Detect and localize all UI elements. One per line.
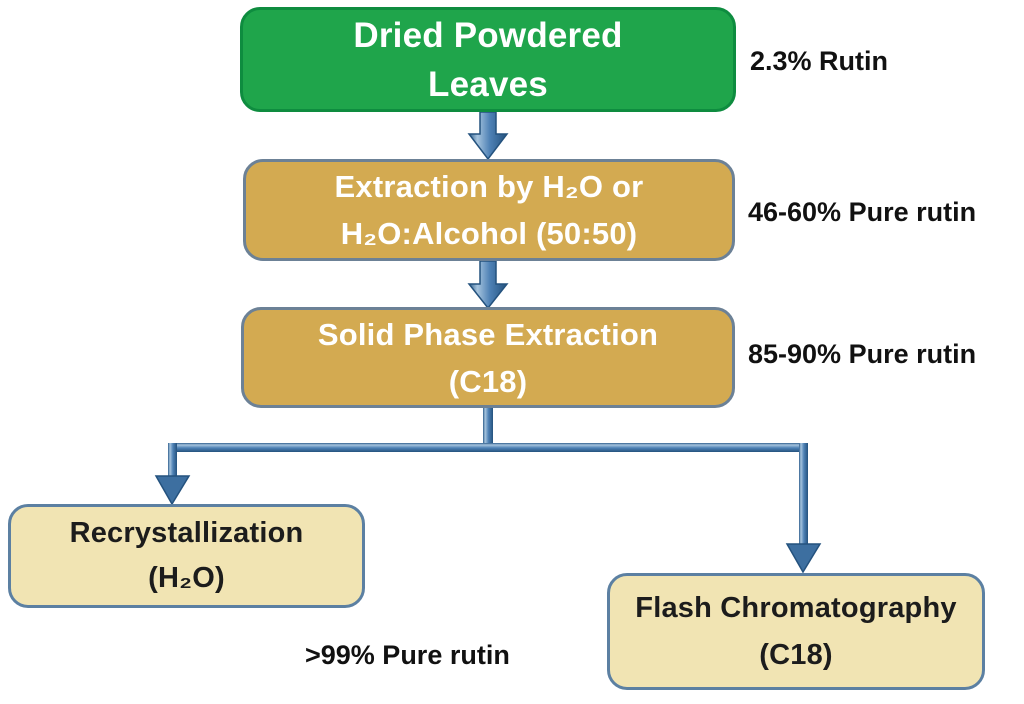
arrow-extraction-to-spe-icon xyxy=(467,260,509,310)
branch-right-arrowhead-icon xyxy=(785,543,822,574)
node-text-line: Solid Phase Extraction xyxy=(317,316,659,352)
branch-stem xyxy=(483,408,493,452)
node-text-line: Recrystallization xyxy=(69,517,304,549)
annotation-purity-extraction: 46-60% Pure rutin xyxy=(748,197,977,227)
annotation-purity-spe: 85-90% Pure rutin xyxy=(748,339,977,369)
node-text-line: Flash Chromatography xyxy=(635,591,957,624)
node-recrystallization: Recrystallization (H₂O) xyxy=(8,504,365,608)
branch-horizontal-bar xyxy=(168,443,808,452)
branch-left-leg xyxy=(168,443,177,478)
annotation-purity-final: >99% Pure rutin xyxy=(305,640,510,670)
node-solid-phase-extraction: Solid Phase Extraction (C18) xyxy=(241,307,735,408)
node-text-line: (H₂O) xyxy=(148,562,225,594)
node-flash-chromatography: Flash Chromatography (C18) xyxy=(607,573,985,690)
node-extraction: Extraction by H₂O or H₂O:Alcohol (50:50) xyxy=(243,159,735,261)
node-text-line: Leaves xyxy=(428,64,548,104)
annotation-rutin-content: 2.3% Rutin xyxy=(750,46,889,76)
node-text-line: H₂O:Alcohol (50:50) xyxy=(340,216,638,251)
node-dried-powdered-leaves: Dried Powdered Leaves xyxy=(240,7,736,112)
node-text-line: Dried Powdered xyxy=(353,15,623,55)
node-text-line: (C18) xyxy=(448,363,528,399)
branch-left-arrowhead-icon xyxy=(154,475,191,506)
node-text-line: Extraction by H₂O or xyxy=(334,169,644,204)
arrow-leaves-to-extraction-icon xyxy=(467,111,509,161)
node-text-line: (C18) xyxy=(759,638,833,671)
branch-right-leg xyxy=(799,443,808,545)
